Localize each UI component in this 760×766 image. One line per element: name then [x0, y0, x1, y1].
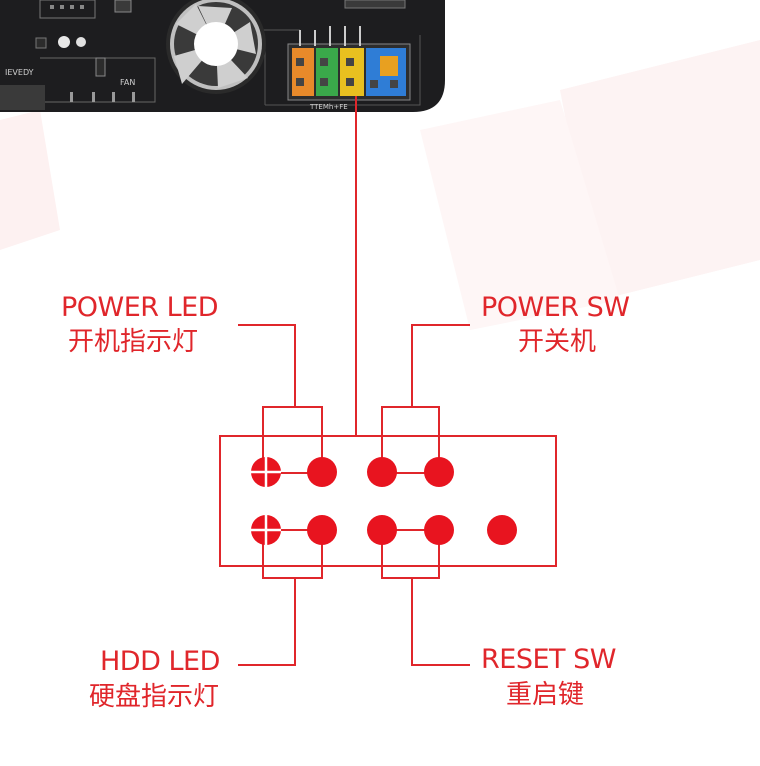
hdd-led-label: HDD LED [100, 646, 220, 677]
hdd-led-cn-label: 硬盘指示灯 [89, 682, 220, 712]
board-silk-label: FAN [120, 78, 135, 87]
pin-row-bottom [251, 515, 517, 545]
reset-sw-label: RESET SW [481, 644, 616, 675]
motherboard: IEVEDY FAN TTEMh+FE [0, 0, 445, 112]
pin [487, 515, 517, 545]
reset-sw-cn-label: 重启键 [506, 680, 585, 710]
board-silk-label: TTEMh+FE [309, 103, 348, 111]
pin-plus [251, 457, 281, 487]
pin [424, 515, 454, 545]
power-sw-label: POWER SW [481, 292, 630, 323]
board-front-panel-header [287, 0, 411, 101]
connector-outline [219, 435, 557, 567]
pin [307, 457, 337, 487]
power-sw-cn-label: 开关机 [518, 327, 597, 357]
pin-row-top [251, 457, 454, 487]
pin [307, 515, 337, 545]
fan-icon [166, 0, 266, 94]
pin [424, 457, 454, 487]
leader-lines [238, 324, 470, 666]
pin [367, 457, 397, 487]
background-decoration [0, 40, 760, 330]
board-silk-label: IEVEDY [5, 68, 34, 77]
power-led-cn-label: 开机指示灯 [68, 327, 199, 357]
pin [367, 515, 397, 545]
power-led-label: POWER LED [61, 292, 219, 323]
pin-pair-brackets [262, 406, 440, 579]
pin-plus [251, 515, 281, 545]
